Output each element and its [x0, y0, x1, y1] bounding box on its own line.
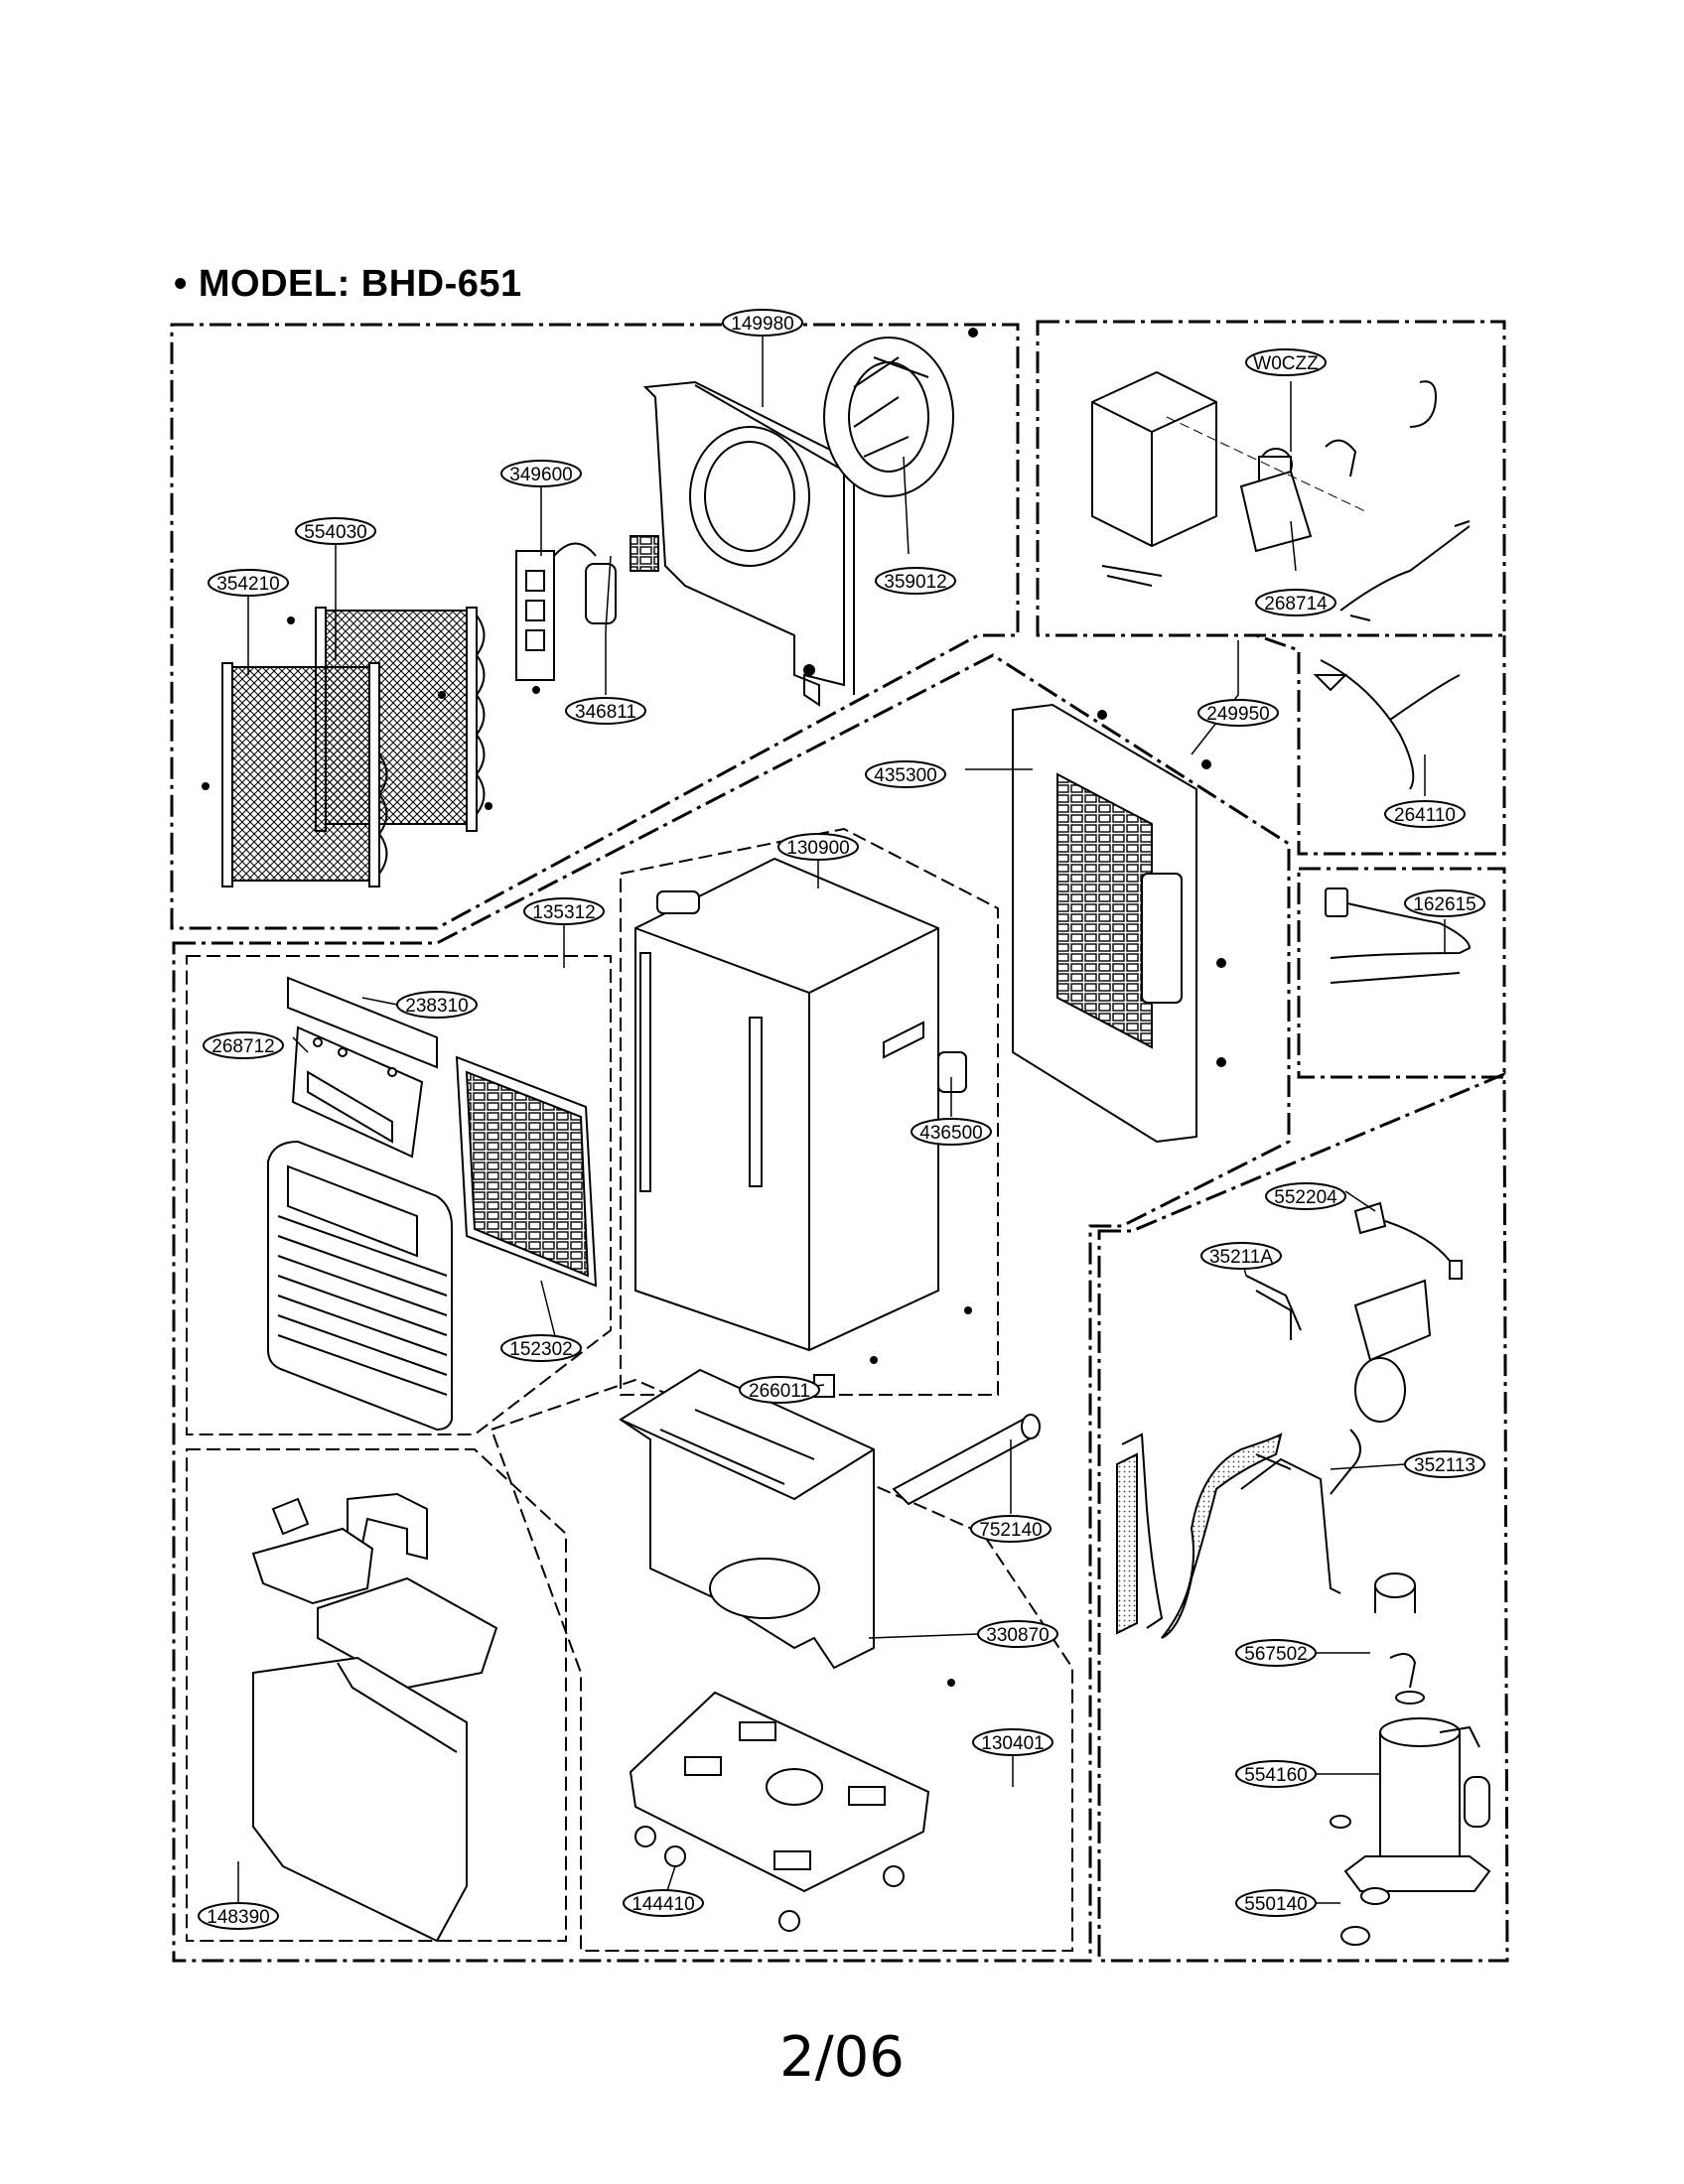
label-238310: 238310 [405, 996, 468, 1017]
callout-268714 [1255, 589, 1336, 616]
callout-349600 [500, 460, 582, 487]
subsection-front-panel [186, 955, 612, 1435]
label-552204: 552204 [1274, 1187, 1337, 1208]
label-346811: 346811 [575, 702, 636, 723]
power-cord [1325, 887, 1472, 984]
callout-152302 [500, 1334, 582, 1362]
label-W0CZZ: W0CZZ [1253, 353, 1319, 374]
section-border-control-box [1036, 320, 1506, 637]
label-436500: 436500 [919, 1123, 982, 1144]
callout-264110 [1384, 800, 1466, 828]
label-550140: 550140 [1244, 1894, 1307, 1915]
section-border-refrigeration [1097, 1071, 1509, 1963]
label-554160: 554160 [1244, 1765, 1307, 1786]
label-130401: 130401 [981, 1733, 1044, 1754]
label-149980: 149980 [731, 314, 793, 335]
subsection-base [490, 1378, 1073, 1952]
callout-266011 [739, 1376, 820, 1404]
water-bucket [251, 1492, 498, 1943]
fan-housing [642, 380, 855, 707]
label-148390: 148390 [207, 1907, 269, 1928]
control-panel [287, 976, 438, 1159]
callout-35211A [1200, 1242, 1282, 1270]
callout-554030 [295, 517, 376, 545]
label-354210: 354210 [216, 574, 279, 595]
page-number: 2/06 [779, 2025, 905, 2090]
section-border-evaporator [170, 323, 1020, 930]
back-panel [1012, 703, 1226, 1144]
suction-hose [1116, 1433, 1283, 1639]
cabinet [634, 857, 972, 1364]
callout-148390 [198, 1902, 279, 1930]
callout-268712 [203, 1031, 284, 1059]
label-330870: 330870 [986, 1625, 1049, 1646]
callout-249950 [1197, 699, 1279, 727]
compressor [1330, 1572, 1491, 1946]
callout-330870 [977, 1620, 1058, 1648]
section-border-main [172, 653, 1291, 1963]
callout-552204 [1265, 1182, 1346, 1210]
subsection-bucket [186, 1448, 567, 1942]
fan-motor-assembly [515, 535, 659, 694]
air-filter [455, 1055, 598, 1288]
fan-blower [823, 328, 978, 497]
callout-135312 [523, 897, 605, 925]
drain-hose [892, 1414, 1041, 1506]
label-567502: 567502 [1244, 1644, 1307, 1665]
front-grille [267, 1140, 453, 1432]
label-162615: 162615 [1413, 894, 1475, 915]
base-plate [629, 1691, 930, 1932]
control-box [1091, 370, 1366, 587]
label-554030: 554030 [304, 522, 366, 543]
label-144410: 144410 [632, 1894, 694, 1915]
label-352113: 352113 [1414, 1455, 1475, 1476]
callout-149980 [722, 309, 803, 337]
label-268712: 268712 [211, 1036, 274, 1057]
callout-238310 [396, 991, 478, 1019]
label-152302: 152302 [509, 1339, 572, 1360]
label-349600: 349600 [509, 465, 572, 485]
label-435300: 435300 [874, 765, 936, 786]
callout-550140 [1235, 1889, 1317, 1917]
callout-352113 [1404, 1450, 1485, 1478]
label-35211A: 35211A [1209, 1247, 1273, 1268]
section-border-power-cord [1297, 867, 1506, 1079]
callout-554160 [1235, 1760, 1317, 1788]
callout-435300 [865, 760, 946, 788]
callout-567502 [1235, 1639, 1317, 1667]
wiring-harnesses [1313, 380, 1471, 790]
capillary-tube [1121, 1275, 1302, 1629]
evaporator-coil [221, 662, 388, 887]
callout-752140 [970, 1515, 1052, 1543]
drain-pan [619, 1368, 955, 1687]
callout-130900 [777, 833, 859, 861]
reversing-valve [1353, 1201, 1463, 1423]
callout-W0CZZ [1245, 348, 1327, 376]
callout-436500 [911, 1118, 992, 1146]
label-249950: 249950 [1206, 704, 1269, 725]
callout-359012 [875, 567, 956, 595]
section-border-wiring [1255, 633, 1506, 856]
label-264110: 264110 [1394, 805, 1456, 826]
callout-144410 [623, 1889, 704, 1917]
label-268714: 268714 [1264, 594, 1328, 614]
label-359012: 359012 [884, 572, 946, 593]
label-130900: 130900 [786, 838, 849, 859]
callout-162615 [1404, 889, 1485, 917]
label-752140: 752140 [979, 1520, 1042, 1541]
callout-354210 [208, 569, 289, 597]
label-266011: 266011 [749, 1381, 810, 1402]
callout-346811 [565, 697, 646, 725]
refrigerant-tube [1240, 1429, 1361, 1594]
label-135312: 135312 [532, 902, 595, 923]
model-title: • MODEL: BHD-651 [174, 263, 522, 305]
callout-130401 [972, 1728, 1053, 1756]
